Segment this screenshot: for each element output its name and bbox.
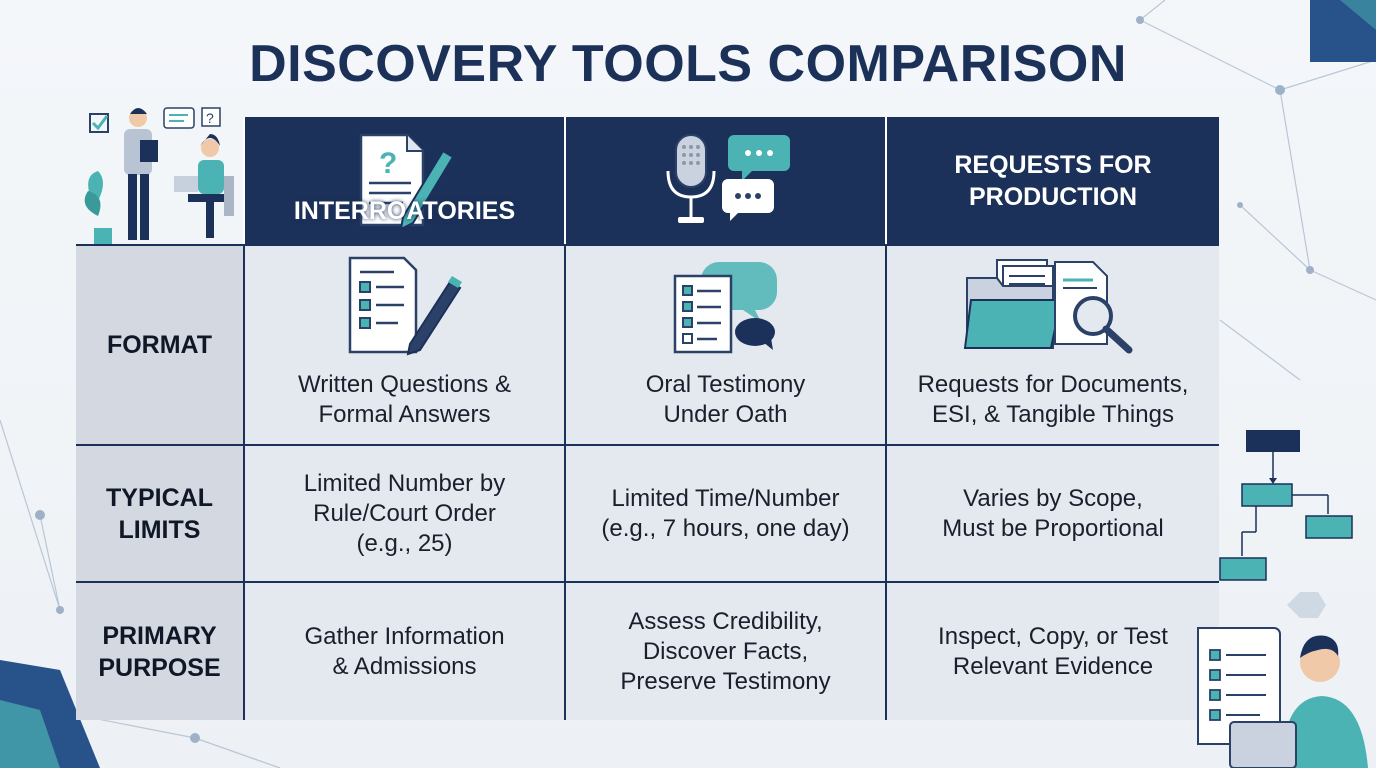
checklist-pen-icon [348,256,462,356]
cell-format-interrogatories: Written Questions & Formal Answers [243,244,564,444]
people-collaborating-illustration: ? [84,107,234,244]
header-requests-for-production: REQUESTS FOR PRODUCTION [885,117,1219,244]
document-question-pen-icon: ? [359,133,455,231]
cell-limits-depositions: Limited Time/Number (e.g., 7 hours, one … [564,444,885,581]
header-label: REQUESTS FOR PRODUCTION [954,150,1152,211]
page-title: DISCOVERY TOOLS COMPARISON [249,35,1127,93]
cell-limits-interrogatories: Limited Number by Rule/Court Order (e.g.… [243,444,564,581]
header-interrogatories: ? INTERROATORIES [243,117,564,244]
cell-limits-requests: Varies by Scope, Must be Proportional [885,444,1219,581]
cell-purpose-requests: Inspect, Copy, or Test Relevant Evidence [885,581,1219,720]
row-label-primary-purpose: PRIMARY PURPOSE [76,581,243,720]
flowchart-decoration-icon [1219,430,1353,581]
cell-purpose-interrogatories: Gather Information & Admissions [243,581,564,720]
person-with-checklist-illustration [1197,627,1368,768]
microphone-speech-bubbles-icon [666,134,790,223]
checklist-speech-bubble-icon [673,262,777,354]
row-label-format: FORMAT [76,244,243,444]
svg-text:?: ? [379,147,397,180]
header-depositions [564,117,885,244]
svg-text:?: ? [206,110,214,126]
table-corner [76,117,243,244]
header-label: INTERROATORIES [293,197,516,225]
cell-format-requests: Requests for Documents, ESI, & Tangible … [885,244,1219,444]
folder-magnifier-icon [963,259,1133,354]
cell-format-depositions: Oral Testimony Under Oath [564,244,885,444]
row-label-typical-limits: TYPICAL LIMITS [76,444,243,581]
comparison-table: ? INTERROATORIES REQUESTS FOR PRO [76,117,1219,720]
cell-purpose-depositions: Assess Credibility, Discover Facts, Pres… [564,581,885,720]
